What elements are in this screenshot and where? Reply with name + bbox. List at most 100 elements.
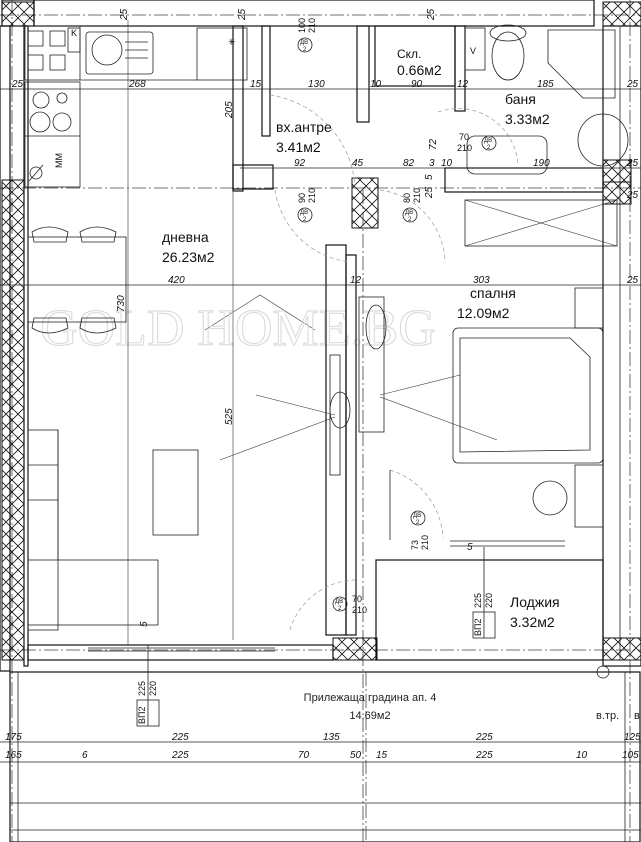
v-label: V [470,46,476,56]
label: 225 [171,750,189,761]
label: ДВ [300,210,308,216]
toilet-icon [491,31,525,81]
sink-icon [85,31,154,75]
label: 165 [5,750,22,761]
dimension-labels: 25 25 25 268 25 15 130 10 90 12 185 25 2… [5,8,641,761]
coffee-table [152,449,199,536]
label: ДВ [300,40,308,46]
shower-icon [547,29,616,99]
label: 15 [376,750,388,761]
label: 420 [168,275,185,286]
mm-label: ММ [54,153,64,168]
label: 2 [416,520,420,526]
bedroom-area: 12.09м2 [457,305,510,321]
label: 225 [473,593,483,608]
label: 25 [626,190,639,201]
label: 2 [408,217,412,223]
label: 2 [303,47,307,53]
label: 210 [420,535,430,550]
label: 80 [402,193,412,203]
label: ДВ [405,210,413,216]
label: 25 [11,79,24,90]
label: ДВ [335,599,343,605]
living-room-area: 26.23м2 [162,249,215,265]
loggia-name: Лоджия [510,594,560,610]
label: 210 [457,143,472,153]
watermark: GOLD HOME.BG [39,294,436,358]
label: 2 [303,217,307,223]
label: 135 [323,732,340,743]
stove-icon [24,81,81,188]
hall-name: вх.антре [276,119,332,135]
label: 12 [457,79,469,90]
label: 5 [139,621,150,627]
label: 90 [297,193,307,203]
label: 92 [294,158,306,169]
label: 25 [119,8,130,21]
label: 125 [624,732,641,743]
label: 105 [622,750,639,761]
label: 25 [424,186,435,199]
living-furniture [27,20,351,645]
label: 70 [298,750,310,761]
bedroom-furniture [358,199,618,528]
label: 15 [250,79,262,90]
bed [452,327,604,464]
label: 10 [370,79,382,90]
label: 210 [307,188,317,203]
bedroom-name: спалня [470,285,516,301]
extractor-icon: ✳ [228,37,236,47]
label: 268 [128,79,146,90]
door-swings [269,94,519,631]
riser-icon [596,665,610,679]
loggia-area: 3.32м2 [510,614,555,630]
label: 10 [576,750,588,761]
label: 225 [137,681,147,696]
label: 100 [297,18,307,33]
label: 225 [475,750,493,761]
label: 175 [5,732,22,743]
label: 10 [441,158,453,169]
label: 2 [487,145,491,151]
label: 25 [426,8,437,21]
label: 3 [429,158,435,169]
label: 2 [338,606,342,612]
label: ВП2 [137,707,147,724]
label: 303 [473,275,490,286]
label: 225 [171,732,189,743]
label: 70 [459,132,469,142]
bathroom-area: 3.33м2 [505,111,550,127]
label: 25 [626,158,639,169]
label: 525 [224,408,235,425]
label: 210 [307,18,317,33]
label: 5 [467,542,473,553]
label: ДВ [484,138,492,144]
dining-table [27,236,127,323]
storage-area: 0.66м2 [397,62,442,78]
bathroom-name: баня [505,91,536,107]
watermark-text: GOLD HOME.BG [40,300,436,357]
label: 50 [350,750,362,761]
label: ВП2 [473,619,483,636]
label: 82 [403,158,415,169]
label: 45 [352,158,364,169]
label: ДВ [413,513,421,519]
label: 5 [424,174,435,180]
garden-area: 14.69м2 [349,710,390,722]
label: 190 [533,158,550,169]
label: 730 [116,295,127,312]
bathroom-fixtures: V [464,24,629,175]
label: 220 [148,681,158,696]
label: 12 [350,275,362,286]
